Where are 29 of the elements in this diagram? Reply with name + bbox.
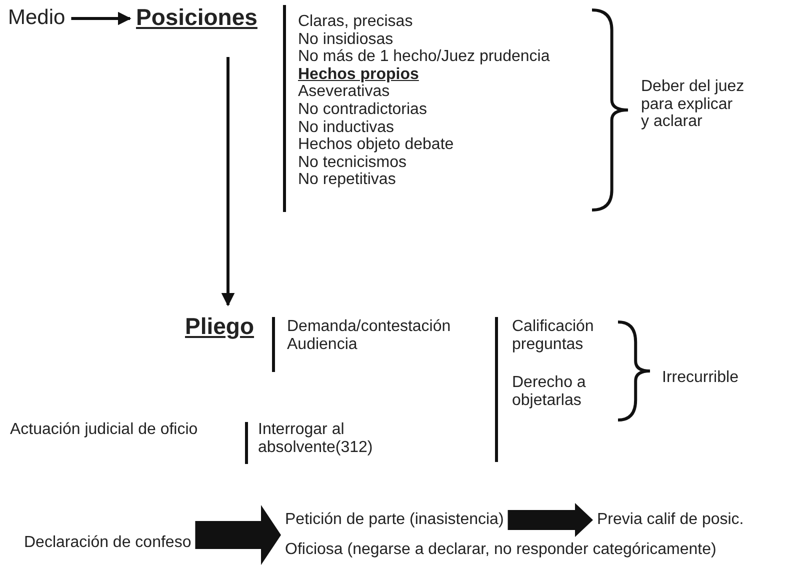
list-item: No tecnicismos <box>298 154 406 172</box>
list-item: No más de 1 hecho/Juez prudencia <box>298 48 550 66</box>
list-item: Claras, precisas <box>298 13 413 31</box>
note-text: Irrecurrible <box>662 369 738 387</box>
list-item: Derecho a objetarlas <box>512 374 587 410</box>
list-item: No contradictorias <box>298 101 427 119</box>
list-item: Aseverativas <box>298 83 390 101</box>
note-text: Deber del juez para explicar y aclarar <box>641 78 745 131</box>
node-text: Previa calif de posic. <box>597 511 744 529</box>
list-item: Hechos objeto debate <box>298 136 454 154</box>
node-text: Declaración de confeso <box>24 534 192 552</box>
list-item: Calificación preguntas <box>512 318 595 354</box>
block-arrow <box>195 505 281 565</box>
block-arrow <box>508 503 593 537</box>
list-item: Audiencia <box>287 336 358 354</box>
list-item: No repetitivas <box>298 171 396 189</box>
heading-text: Posiciones <box>136 4 258 31</box>
list-item: Hechos propios <box>298 66 419 84</box>
arrow <box>71 12 132 26</box>
heading-text: Pliego <box>185 313 254 340</box>
node-text: Petición de parte (inasistencia) <box>285 511 504 529</box>
node-text: Medio <box>8 6 66 30</box>
list-item: Demanda/contestación <box>287 318 451 336</box>
node-label: Actuación judicial de oficio <box>10 421 198 439</box>
list-item: No inductivas <box>298 118 394 136</box>
arrow <box>221 57 235 306</box>
node-text: Oficiosa (negarse a declarar, no responder categóricamente) <box>285 541 716 559</box>
list-item: Interrogar al absolvente(312) <box>258 421 373 456</box>
list-item: No insidiosas <box>298 30 394 48</box>
